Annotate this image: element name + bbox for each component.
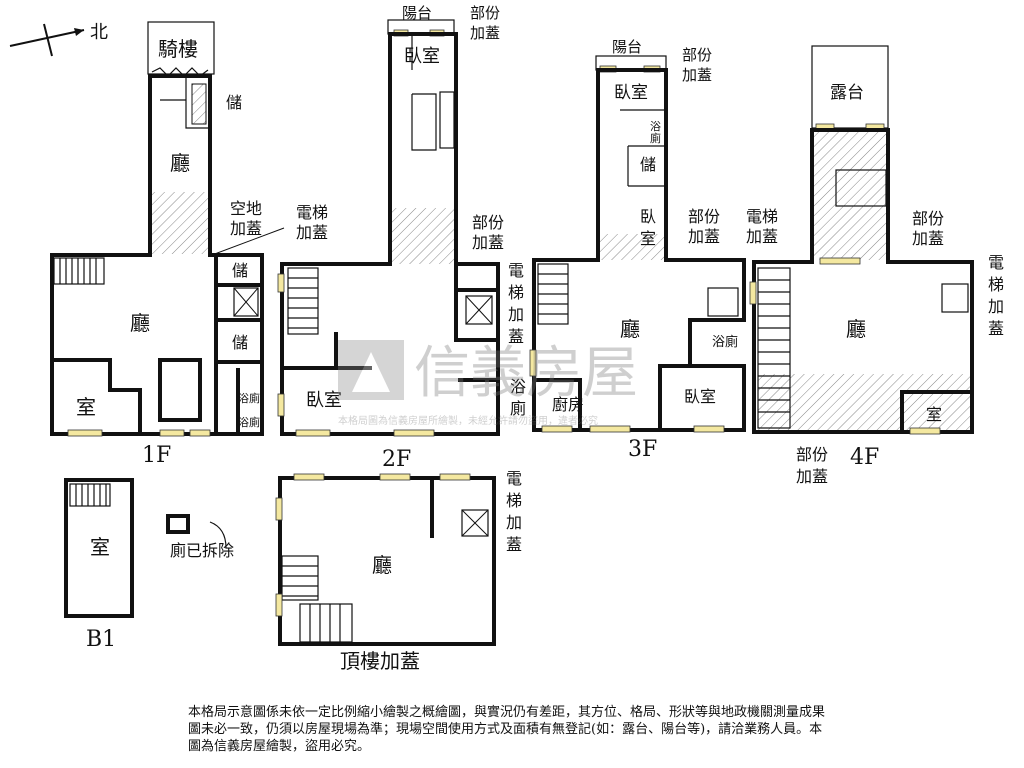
b1-outline bbox=[64, 478, 134, 618]
hatched-area-4f-bottom bbox=[758, 374, 970, 430]
brand-logo-icon bbox=[338, 340, 404, 400]
roof-outline bbox=[278, 476, 496, 646]
stair-roof-b bbox=[299, 603, 353, 643]
4f-elevator: 電梯加蓋 bbox=[988, 253, 1004, 338]
4f-room: 室 bbox=[926, 405, 942, 424]
3f-storage: 儲 bbox=[640, 155, 656, 174]
4f-hall: 廳 bbox=[846, 317, 866, 341]
roof-hall: 廳 bbox=[372, 553, 392, 577]
2f-bedroom: 臥室 bbox=[306, 390, 342, 411]
floor-2f-name: 2F bbox=[382, 447, 411, 472]
floor-2f: 陽台 部份加蓋 臥室 電梯加蓋 部份加蓋 臥室 浴廁 2F bbox=[277, 4, 526, 472]
watermark-brand: 信義房屋 bbox=[414, 341, 638, 406]
1f-hall-top: 廳 bbox=[170, 151, 190, 175]
2f-bath: 浴廁 bbox=[510, 377, 526, 418]
floor-roof-name: 頂樓加蓋 bbox=[340, 649, 420, 673]
3f-partial-top: 部份加蓋 bbox=[682, 46, 712, 84]
1f-storage-mid: 儲 bbox=[232, 261, 248, 280]
3f-bath: 浴廁 bbox=[712, 334, 738, 350]
3f-bedroom-mid: 臥室 bbox=[640, 207, 656, 248]
floor-4f: 露台 電梯加蓋 部份加蓋 廳 室 部份加蓋 4F bbox=[749, 45, 1004, 486]
window-1f-a bbox=[67, 429, 103, 437]
1f-open-area: 空地加蓋 bbox=[230, 199, 262, 238]
window-1f-c bbox=[189, 429, 211, 437]
1f-bath1: 浴廁 bbox=[238, 391, 260, 405]
2f-balcony-label: 陽台 bbox=[402, 4, 432, 22]
2f-bedroom-top: 臥室 bbox=[404, 46, 440, 67]
1f-bath2: 浴廁 bbox=[238, 415, 260, 429]
2f-partial-top: 部份加蓋 bbox=[470, 4, 500, 42]
hatched-area-3f bbox=[600, 234, 666, 260]
elevator-2f bbox=[465, 295, 493, 325]
stair-2f bbox=[287, 267, 319, 335]
floor-1f-name: 1F bbox=[142, 443, 171, 468]
disclaimer-text: 本格局示意圖係未依一定比例縮小繪製之概繪圖，與實況仍有差距，其方位、格局、形狀等… bbox=[188, 705, 826, 754]
arcade-label: 騎樓 bbox=[158, 37, 198, 61]
floor-roof: 電梯加蓋 廳 頂樓加蓋 bbox=[275, 469, 522, 673]
3f-bath-small: 浴廁 bbox=[650, 120, 661, 145]
north-arrow-icon bbox=[74, 28, 84, 36]
stair-4f bbox=[757, 267, 791, 429]
compass: 北 bbox=[9, 22, 108, 57]
1f-room: 室 bbox=[76, 395, 96, 419]
floor-1f: 騎樓 儲 廳 空地加蓋 儲 儲 廳 室 浴廁 浴廁 電梯加蓋 1F bbox=[50, 21, 328, 468]
1f-outline bbox=[50, 74, 264, 436]
floor-b1: 室 B1 廁已拆除 bbox=[64, 478, 234, 652]
2f-elevator: 電梯加蓋 bbox=[508, 261, 524, 346]
3f-hall: 廳 bbox=[620, 317, 640, 341]
floor-3f-name: 3F bbox=[628, 437, 657, 462]
watermark-notice: 本格局圖為信義房屋所繪製，未經允許請勿盜用，違者必究 bbox=[338, 414, 598, 427]
3f-kitchen: 廚房 bbox=[552, 395, 584, 414]
3f-elevator: 電梯加蓋 bbox=[746, 207, 778, 246]
4f-partial-top: 部份加蓋 bbox=[912, 209, 944, 248]
stair-roof-a bbox=[281, 555, 319, 601]
1f-storage-low: 儲 bbox=[232, 333, 248, 352]
removed-toilet-box bbox=[166, 514, 190, 534]
4f-outline bbox=[752, 128, 974, 434]
1f-storage-top: 儲 bbox=[226, 93, 242, 112]
stair-1f bbox=[53, 257, 105, 285]
2f-partial-mid: 部份加蓋 bbox=[472, 213, 504, 252]
b1-removed: 廁已拆除 bbox=[170, 541, 234, 560]
3f-bedroom-top: 臥室 bbox=[614, 83, 648, 103]
window-1f-b bbox=[159, 429, 185, 437]
elevator-roof bbox=[461, 509, 489, 537]
elevator-3f bbox=[707, 287, 739, 317]
floor-plan: 北 騎樓 儲 廳 空地加蓋 儲 儲 廳 室 浴廁 浴廁 電梯加蓋 1F 陽台 bbox=[9, 4, 1004, 673]
4f-terrace-label: 露台 bbox=[830, 83, 864, 103]
floor-b1-name: B1 bbox=[86, 627, 116, 652]
north-label: 北 bbox=[90, 22, 108, 43]
3f-balcony-label: 陽台 bbox=[612, 38, 642, 56]
1f-hall: 廳 bbox=[130, 311, 150, 335]
1f-elevator-label: 電梯加蓋 bbox=[296, 203, 328, 242]
stair-b1 bbox=[69, 483, 111, 507]
elevator-1f bbox=[233, 287, 259, 317]
b1-room: 室 bbox=[90, 535, 110, 559]
watermark: 信義房屋 本格局圖為信義房屋所繪製，未經允許請勿盜用，違者必究 bbox=[338, 340, 638, 427]
stair-2f-top bbox=[439, 91, 455, 149]
hatched-area-1f bbox=[150, 192, 210, 254]
2f-outline bbox=[280, 32, 500, 436]
floor-3f: 陽台 部份加蓋 臥室 浴廁 儲 臥室 部份加蓋 電梯加蓋 浴廁 廳 廚房 臥室 … bbox=[529, 38, 778, 462]
elevator-4f bbox=[941, 283, 969, 313]
3f-bedroom: 臥室 bbox=[684, 387, 716, 406]
floor-4f-name: 4F bbox=[850, 445, 879, 470]
roof-elevator: 電梯加蓋 bbox=[506, 469, 522, 554]
stair-1f-top bbox=[191, 83, 207, 125]
hatched-area-2f bbox=[390, 208, 456, 264]
3f-partial-mid: 部份加蓋 bbox=[688, 207, 720, 246]
hatched-area-4f-top bbox=[814, 132, 886, 260]
4f-partial-bottom: 部份加蓋 bbox=[796, 445, 828, 486]
